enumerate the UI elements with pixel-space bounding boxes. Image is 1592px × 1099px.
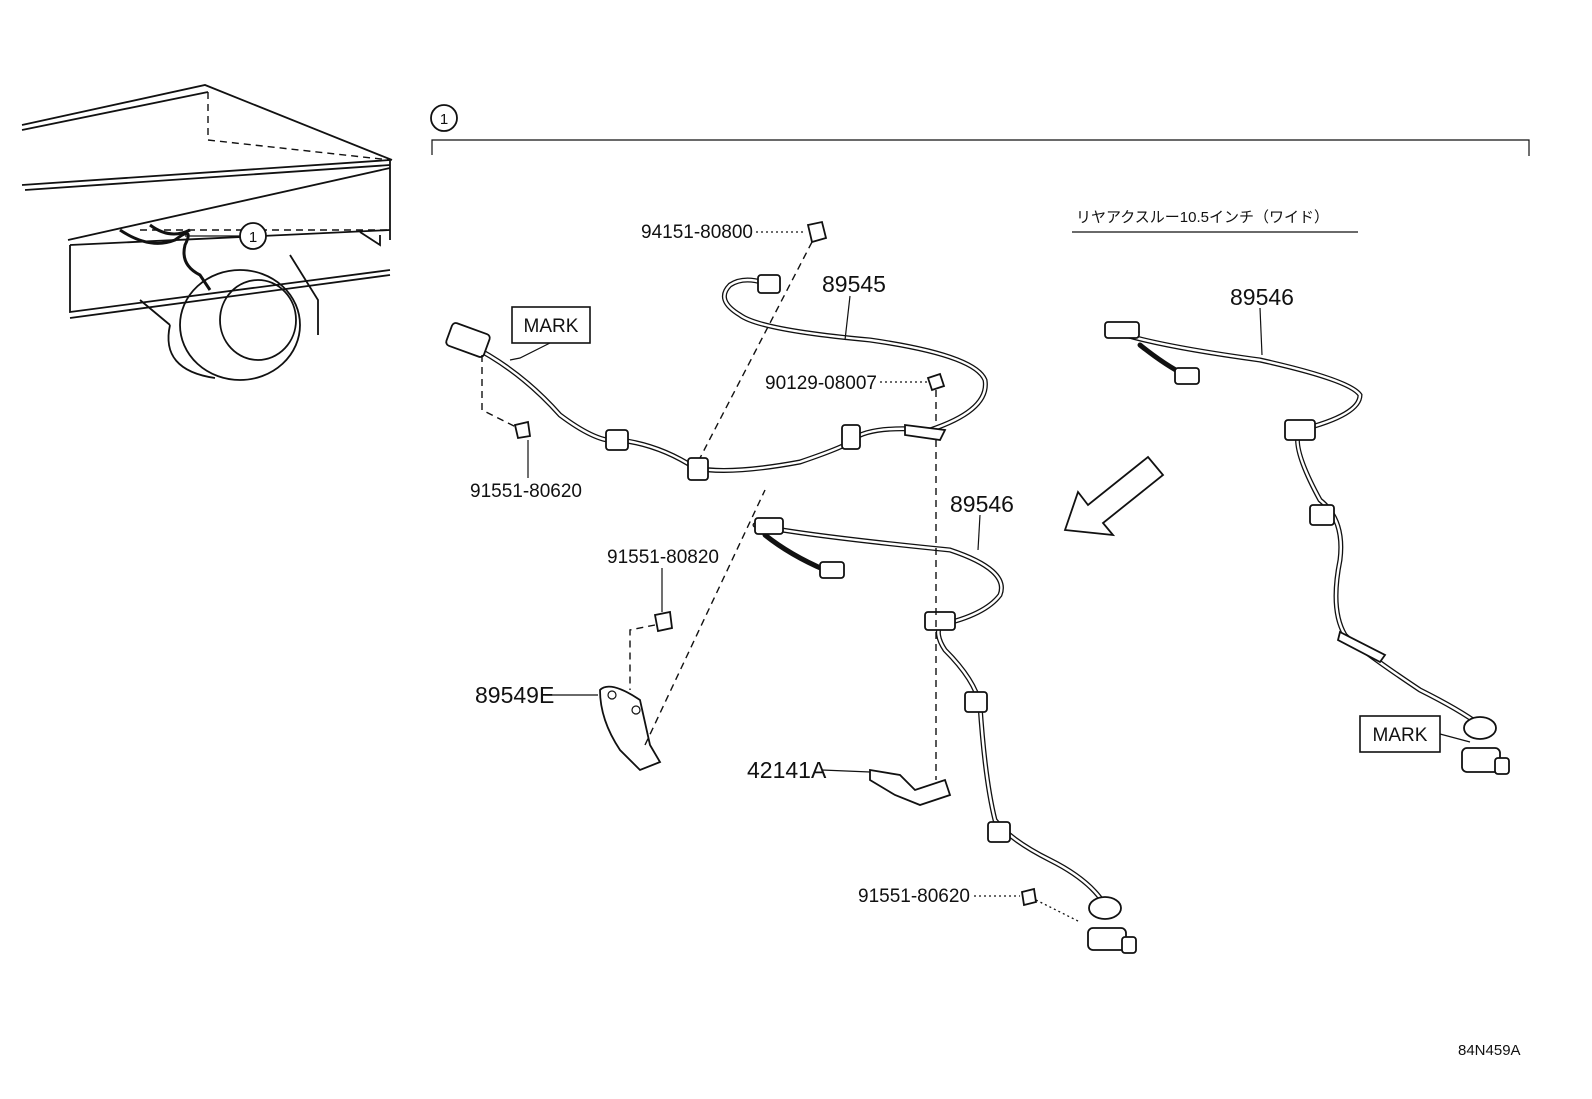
label-94151-80800: 94151-80800 <box>641 222 753 243</box>
sensor-wire-89546-center <box>752 517 1137 954</box>
part-labels: 94151-80800 89545 90129-08007 91551-8062… <box>470 209 1521 1059</box>
label-91551-80620-top: 91551-80620 <box>470 481 582 502</box>
diagram-code: 84N459A <box>1458 1042 1521 1059</box>
mark-label-left: MARK <box>509 306 591 361</box>
mark-text-right: MARK <box>1373 725 1428 746</box>
label-89549e: 89549E <box>475 682 554 708</box>
leader-lines <box>527 231 1358 897</box>
label-89546-right: 89546 <box>1230 284 1294 310</box>
label-42141a: 42141A <box>747 757 827 783</box>
assembly-callout-number: 1 <box>440 111 448 128</box>
assembly-bracket: 1 <box>430 104 1530 156</box>
label-91551-80820: 91551-80820 <box>607 547 719 568</box>
sensor-wire-89546-right <box>1104 321 1510 775</box>
mark-label-right: MARK <box>1359 715 1471 753</box>
label-91551-80620-bottom: 91551-80620 <box>858 886 970 907</box>
direction-arrow <box>1063 455 1165 537</box>
label-89545: 89545 <box>822 271 886 297</box>
overview-callout-number: 1 <box>249 229 257 246</box>
mark-text-left: MARK <box>524 316 579 337</box>
truck-bed-overview: 1 <box>21 84 393 381</box>
sensor-wire-89545 <box>445 274 988 481</box>
label-89546-center: 89546 <box>950 491 1014 517</box>
label-90129-08007: 90129-08007 <box>765 373 877 394</box>
jp-note: リヤアクスルー10.5インチ（ワイド） <box>1076 209 1329 226</box>
hardware-parts <box>481 220 1081 923</box>
